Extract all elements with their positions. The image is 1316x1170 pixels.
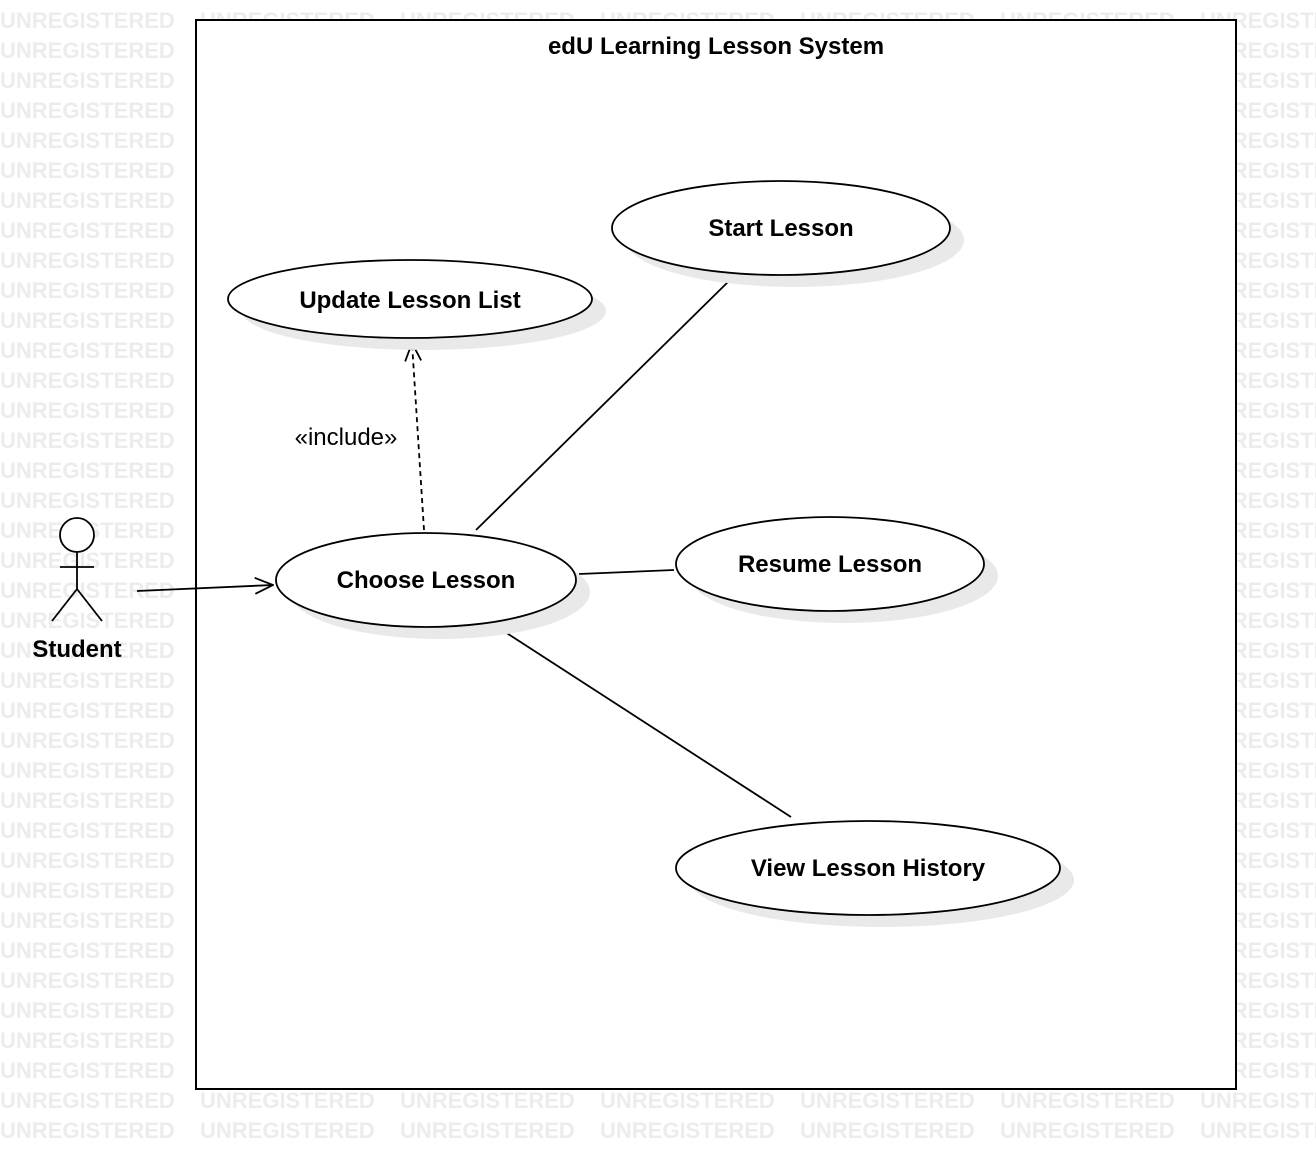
watermark-text: UNREGISTERED — [0, 548, 175, 573]
association-choose-start[interactable] — [475, 278, 732, 531]
watermark-text: UNREGISTERED — [600, 1088, 775, 1113]
use-case-label: Start Lesson — [708, 215, 853, 242]
watermark-text: UNREGISTERED — [0, 608, 175, 633]
watermark-text: UNREGISTERED — [1200, 1118, 1316, 1143]
use-case-ellipse — [275, 532, 577, 628]
actor-label: Student — [32, 636, 121, 663]
watermark-text: UNREGISTERED — [0, 368, 175, 393]
system-title: edU Learning Lesson System — [548, 33, 884, 60]
watermark-text: UNREGISTERED — [0, 218, 175, 243]
watermark-text: UNREGISTERED — [0, 188, 175, 213]
watermark-text: UNREGISTERED — [800, 1088, 975, 1113]
watermark-text: UNREGISTERED — [0, 1088, 175, 1113]
use-case-label: Choose Lesson — [337, 567, 516, 594]
watermark-text: UNREGISTERED — [800, 1118, 975, 1143]
watermark-text: UNREGISTERED — [400, 1118, 575, 1143]
watermark-text: UNREGISTERED — [0, 668, 175, 693]
use-case-choose-lesson[interactable]: Choose Lesson — [275, 532, 590, 639]
watermark-text: UNREGISTERED — [0, 38, 175, 63]
watermark-text: UNREGISTERED — [0, 8, 175, 33]
watermark-text: UNREGISTERED — [0, 158, 175, 183]
watermark-text: UNREGISTERED — [0, 848, 175, 873]
actor-left-leg — [51, 588, 78, 622]
use-case-label: Resume Lesson — [738, 551, 922, 578]
use-case-resume-lesson[interactable]: Resume Lesson — [675, 516, 998, 623]
watermark-text: UNREGISTERED — [0, 998, 175, 1023]
watermark-text: UNREGISTERED — [600, 1118, 775, 1143]
use-case-ellipse — [227, 259, 593, 339]
watermark-text: UNREGISTERED — [0, 1028, 175, 1053]
watermark-text: UNREGISTERED — [0, 428, 175, 453]
association-choose-resume[interactable] — [578, 569, 675, 575]
watermark-text: UNREGISTERED — [0, 878, 175, 903]
include-label: «include» — [295, 424, 398, 451]
watermark-text: UNREGISTERED — [200, 1118, 375, 1143]
watermark-text: UNREGISTERED — [1200, 1088, 1316, 1113]
use-case-label: Update Lesson List — [299, 287, 520, 314]
watermark-text: UNREGISTERED — [0, 248, 175, 273]
watermark-text: UNREGISTERED — [0, 728, 175, 753]
watermark-text: UNREGISTERED — [0, 698, 175, 723]
watermark-text: UNREGISTERED — [0, 488, 175, 513]
watermark-text: UNREGISTERED — [0, 638, 175, 663]
association-choose-history[interactable] — [501, 629, 792, 818]
actor-student[interactable]: Student — [32, 517, 122, 663]
use-case-ellipse — [675, 516, 985, 612]
watermark-text: UNREGISTERED — [0, 98, 175, 123]
use-case-start-lesson[interactable]: Start Lesson — [611, 180, 964, 287]
actor-head — [59, 517, 95, 553]
use-case-update-lesson-list[interactable]: Update Lesson List — [227, 259, 606, 350]
watermark-text: UNREGISTERED — [0, 458, 175, 483]
actor-right-leg — [76, 588, 103, 622]
watermark-text: UNREGISTERED — [0, 1058, 175, 1083]
watermark-text: UNREGISTERED — [1000, 1088, 1175, 1113]
watermark-text: UNREGISTERED — [0, 938, 175, 963]
include-dependency[interactable] — [412, 343, 425, 531]
watermark-text: UNREGISTERED — [0, 1118, 175, 1143]
watermark-text: UNREGISTERED — [200, 1088, 375, 1113]
watermark-text: UNREGISTERED — [0, 128, 175, 153]
watermark-text: UNREGISTERED — [1000, 1118, 1175, 1143]
watermark-text: UNREGISTERED — [0, 788, 175, 813]
watermark-text: UNREGISTERED — [400, 1088, 575, 1113]
association-student-choose-lesson[interactable] — [136, 585, 273, 591]
watermark-text: UNREGISTERED — [0, 308, 175, 333]
watermark-text: UNREGISTERED — [0, 908, 175, 933]
use-case-view-lesson-history[interactable]: View Lesson History — [675, 820, 1074, 927]
use-case-label: View Lesson History — [751, 855, 986, 882]
watermark-text: UNREGISTERED — [0, 758, 175, 783]
use-case-ellipse — [611, 180, 951, 276]
watermark-text: UNREGISTERED — [0, 338, 175, 363]
watermark-text: UNREGISTERED — [0, 398, 175, 423]
watermark-text: UNREGISTERED — [0, 68, 175, 93]
watermark-text: UNREGISTERED — [0, 968, 175, 993]
watermark-text: UNREGISTERED — [0, 278, 175, 303]
watermark-text: UNREGISTERED — [0, 818, 175, 843]
use-case-ellipse — [675, 820, 1061, 916]
